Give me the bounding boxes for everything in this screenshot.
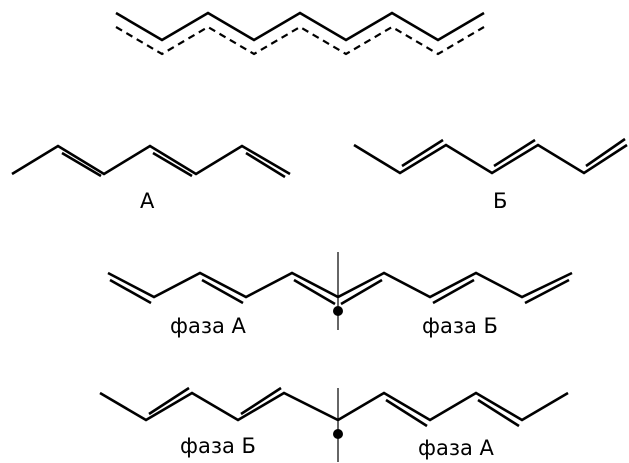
delocalized-chain-solid — [115, 11, 485, 42]
phase-b-label-row4: фаза Б — [180, 434, 256, 458]
delocalized-chain-dashed — [115, 25, 485, 56]
phase-a-label-row3: фаза А — [170, 314, 246, 338]
isomer-b-structure — [353, 137, 628, 175]
soliton-chain-2 — [99, 386, 569, 462]
phase-a-label-row4: фаза А — [418, 436, 494, 460]
isomer-a-structure — [11, 144, 291, 179]
soliton-chain-1 — [107, 252, 573, 330]
soliton-dot-2 — [333, 429, 343, 439]
phase-b-label-row3: фаза Б — [422, 314, 498, 338]
delocalized-chain — [115, 11, 485, 56]
soliton-dot — [333, 306, 343, 316]
isomer-a-label: А — [140, 189, 155, 213]
isomer-b-label: Б — [493, 189, 508, 213]
